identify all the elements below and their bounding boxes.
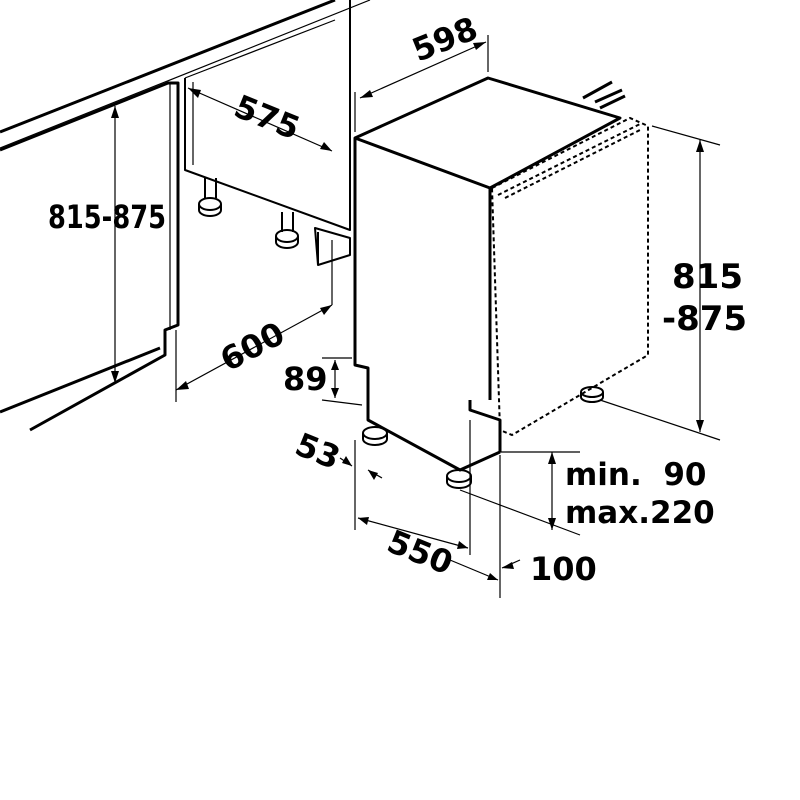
dimension-lines: [321, 35, 721, 598]
dim-clearance-line2: max.220: [565, 495, 715, 531]
dim-niche-depth-label: 575: [229, 87, 305, 147]
dim-door-offset-label: 100: [530, 550, 597, 588]
dishwasher-foot-rear: [580, 386, 604, 403]
dim-cabinet-height-left-label: 815-875: [48, 198, 166, 236]
cabinet-foot-1: [198, 178, 222, 217]
adjacent-kitchen-cabinet: [0, 0, 371, 432]
dim-plinth-height-label: 89: [283, 360, 328, 398]
dim-base-depth-label: 550: [382, 522, 458, 582]
dim-niche-depth-total-label: 600: [214, 314, 291, 379]
cabinet-foot-2: [275, 212, 299, 249]
dim-clearance-line1: min. 90: [565, 457, 707, 493]
dim-height-right-line2: -875: [662, 299, 747, 339]
dishwasher-body: [353, 76, 649, 489]
dim-height-right-line1: 815: [672, 257, 743, 297]
dishwasher-foot-front-right: [446, 469, 472, 489]
dim-foot-offset-label: 53: [290, 425, 346, 477]
dishwasher-foot-front-left: [362, 426, 388, 446]
